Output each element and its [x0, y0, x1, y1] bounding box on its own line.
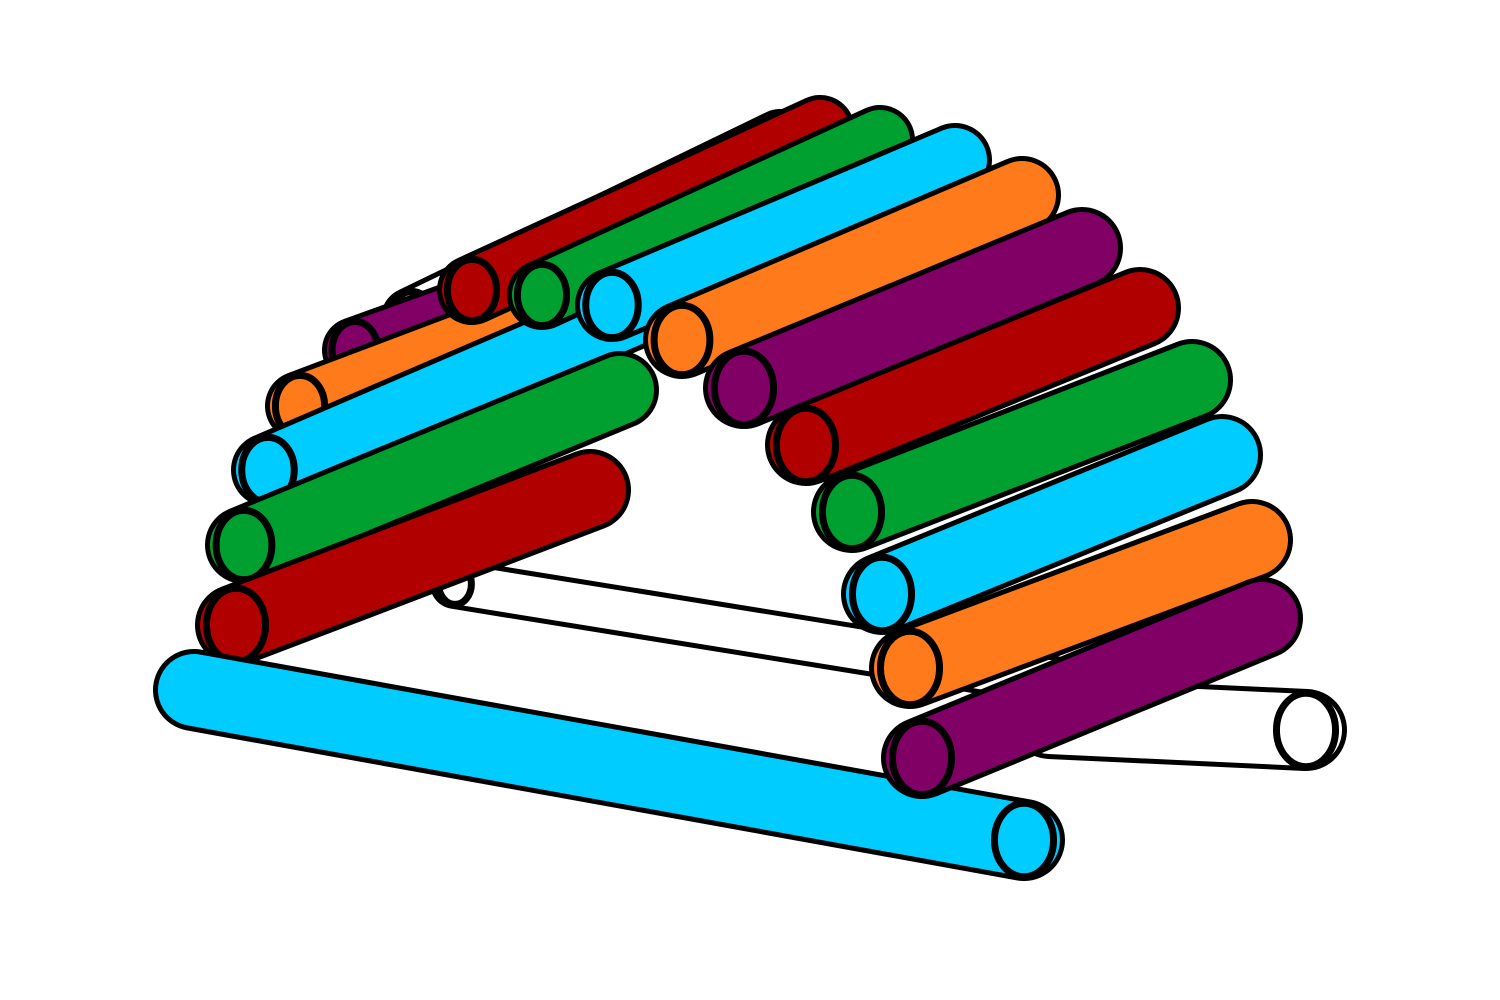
- right-slope-log-purple: [703, 207, 1123, 429]
- right-slope-log-blue: [841, 414, 1263, 635]
- left-slope-log-blue: [231, 273, 677, 507]
- right-slope-log-orange: [643, 156, 1061, 379]
- left-slope-log-red: [195, 449, 631, 666]
- top-log-blue: [575, 123, 992, 342]
- base-log-front: [153, 649, 1065, 881]
- top-log-green: [507, 105, 915, 330]
- left-slope-log-green: [205, 351, 659, 584]
- right-slope-log-orange: [869, 499, 1293, 709]
- right-slope-log-green: [811, 339, 1233, 553]
- right-slope-log-red: [765, 267, 1181, 486]
- right-slope-log-purple: [881, 577, 1303, 799]
